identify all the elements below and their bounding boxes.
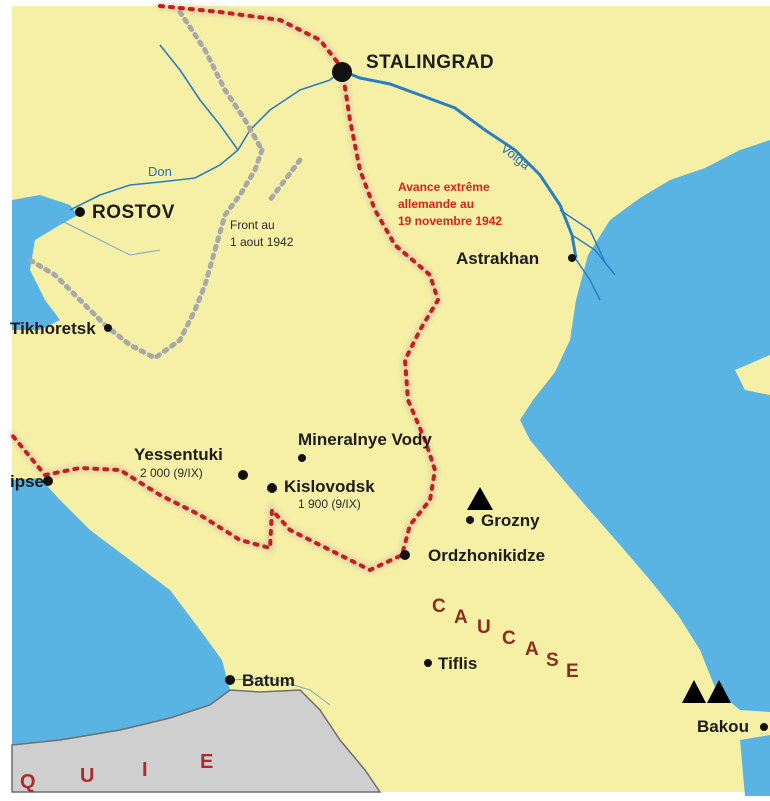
region-label-caucase: C A U C A S E — [432, 596, 581, 682]
city-label-tiflis: Tiflis — [438, 654, 477, 673]
region-letter: A — [454, 607, 470, 628]
yessentuki-dot[interactable] — [238, 470, 248, 480]
city-label-tuapse: ipse — [10, 472, 44, 491]
caspian-sea — [520, 140, 770, 712]
oil-fields — [467, 487, 731, 703]
city-label-tikhoretsk: Tikhoretsk — [10, 319, 96, 338]
city-label-stalingrad: STALINGRAD — [366, 52, 494, 73]
azov-sea — [12, 195, 78, 330]
city-label-bakou: Bakou — [697, 717, 749, 736]
oil-field-icon — [682, 680, 706, 703]
front-note-line1: Front au — [230, 218, 275, 232]
caspian-coast-south — [740, 735, 770, 796]
front-line-november — [8, 2, 443, 575]
region-letter: U — [477, 617, 493, 638]
advance-note-line2: allemande au — [398, 197, 474, 211]
city-label-rostov: ROSTOV — [92, 202, 175, 223]
oil-field-icon — [467, 487, 493, 510]
city-note-yessentuki: 2 000 (9/IX) — [140, 466, 203, 480]
bakou-dot[interactable] — [760, 723, 768, 731]
batum-dot[interactable] — [225, 675, 235, 685]
volga-river — [339, 68, 616, 301]
black-sea — [12, 478, 230, 745]
front-line-august — [27, 9, 303, 361]
mineralnye-vody-dot[interactable] — [298, 454, 306, 462]
city-label-ordzhonikidze: Ordzhonikidze — [428, 546, 545, 565]
region-letter: A — [525, 639, 541, 660]
minor-rivers — [59, 219, 331, 706]
turkey-letter: U — [80, 765, 94, 787]
turkey-letter: Q — [20, 771, 36, 793]
region-letter: C — [432, 596, 448, 617]
front-note-line2: 1 aout 1942 — [230, 235, 294, 249]
tuapse-dot[interactable] — [43, 476, 53, 486]
region-letter: C — [502, 628, 518, 649]
astrakhan-dot[interactable] — [568, 254, 576, 262]
region-letter: E — [566, 661, 581, 682]
ordzhonikidze-dot[interactable] — [400, 550, 410, 560]
city-note-kislovodsk: 1 900 (9/IX) — [298, 497, 361, 511]
kislovodsk-dot[interactable] — [267, 483, 277, 493]
tiflis-dot[interactable] — [424, 659, 432, 667]
advance-note-line1: Avance extrême — [398, 180, 490, 194]
city-label-kislovodsk: Kislovodsk — [284, 477, 375, 496]
city-dots — [43, 62, 768, 731]
turkey-region — [11, 689, 382, 793]
caspian-coast-island — [735, 355, 770, 395]
turkey-letter: E — [200, 751, 213, 773]
city-label-batum: Batum — [242, 671, 295, 690]
stalingrad-dot[interactable] — [332, 62, 352, 82]
city-label-mineralnye-vody: Mineralnye Vody — [298, 430, 432, 449]
city-label-grozny: Grozny — [481, 511, 540, 530]
tikhoretsk-dot[interactable] — [104, 324, 112, 332]
city-label-astrakhan: Astrakhan — [456, 249, 539, 268]
grozny-dot[interactable] — [466, 516, 474, 524]
river-label-don: Don — [148, 164, 172, 179]
turkey-letter: I — [142, 759, 148, 781]
city-label-yessentuki: Yessentuki — [134, 445, 223, 464]
oil-field-icon — [707, 680, 731, 703]
region-letter: S — [546, 650, 561, 671]
turkey-label: Q U I E — [20, 751, 213, 793]
advance-note-line3: 19 novembre 1942 — [398, 214, 502, 228]
rostov-dot[interactable] — [75, 207, 85, 217]
don-river — [69, 44, 343, 211]
